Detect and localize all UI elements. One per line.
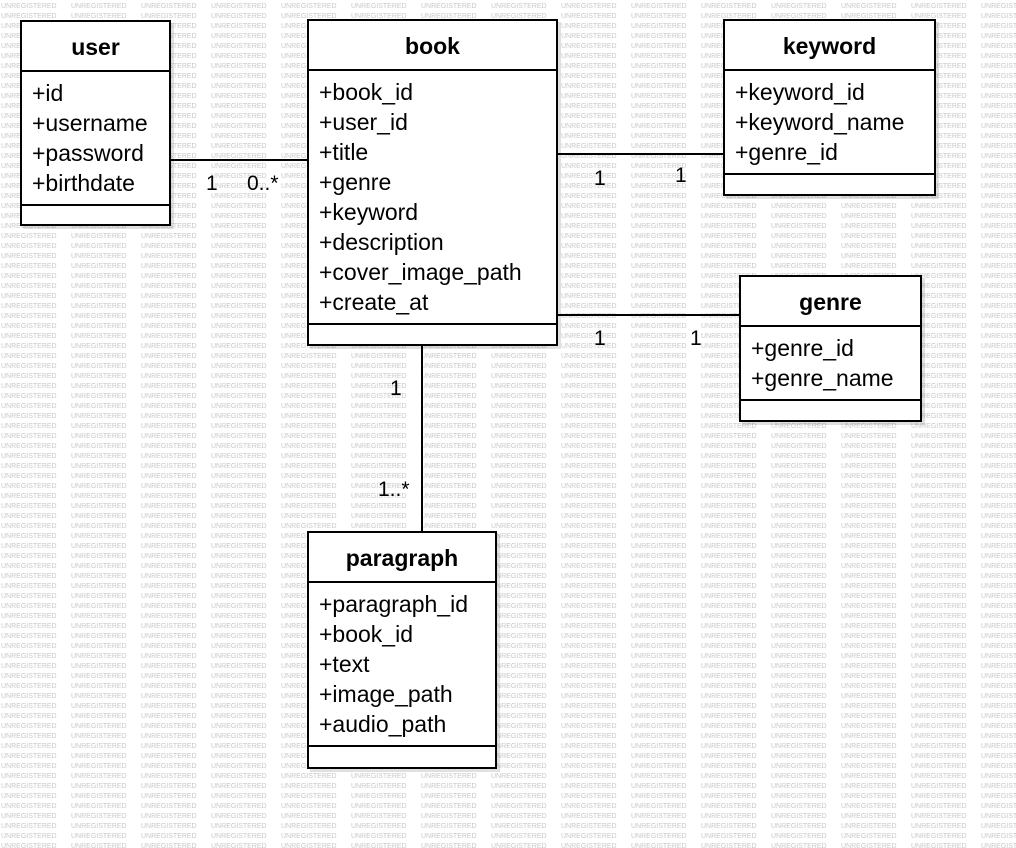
attribute: +image_path [319, 681, 453, 707]
attribute: +user_id [319, 109, 408, 135]
attribute: +cover_image_path [319, 259, 522, 285]
attribute: +genre_id [735, 139, 838, 165]
attribute: +create_at [319, 289, 429, 315]
attribute: +text [319, 651, 370, 677]
book-paragraph-book-multiplicity: 1 [390, 377, 402, 400]
attribute-list: +keyword_id +keyword_name +genre_id [725, 71, 934, 175]
genre-class[interactable]: genre +genre_id +genre_name [739, 275, 922, 422]
operations-compartment [741, 401, 920, 419]
attribute: +keyword_name [735, 109, 905, 135]
class-name: user [22, 22, 169, 72]
operations-compartment [309, 747, 495, 765]
attribute: +birthdate [32, 170, 135, 196]
attribute: +password [32, 140, 144, 166]
attribute: +genre_id [751, 335, 854, 361]
paragraph-class[interactable]: paragraph +paragraph_id +book_id +text +… [307, 531, 497, 769]
attribute-list: +genre_id +genre_name [741, 327, 920, 401]
attribute: +description [319, 229, 444, 255]
book-paragraph-paragraph-multiplicity: 1..* [378, 478, 410, 501]
class-name: genre [741, 277, 920, 327]
operations-compartment [309, 325, 556, 343]
book-keyword-keyword-multiplicity: 1 [675, 164, 687, 187]
attribute-list: +paragraph_id +book_id +text +image_path… [309, 583, 495, 747]
attribute: +book_id [319, 621, 413, 647]
keyword-class[interactable]: keyword +keyword_id +keyword_name +genre… [723, 19, 936, 196]
operations-compartment [22, 206, 169, 224]
attribute: +genre_name [751, 365, 894, 391]
class-name: book [309, 21, 556, 71]
attribute-list: +book_id +user_id +title +genre +keyword… [309, 71, 556, 325]
attribute: +keyword_id [735, 79, 865, 105]
operations-compartment [725, 175, 934, 193]
class-name: keyword [725, 21, 934, 71]
book-genre-genre-multiplicity: 1 [690, 327, 702, 350]
book-class[interactable]: book +book_id +user_id +title +genre +ke… [307, 19, 558, 346]
user-book-book-multiplicity: 0..* [247, 172, 279, 195]
user-book-user-multiplicity: 1 [206, 172, 218, 195]
book-genre-book-multiplicity: 1 [594, 327, 606, 350]
class-name: paragraph [309, 533, 495, 583]
attribute: +id [32, 80, 64, 106]
user-class[interactable]: user +id +username +password +birthdate [20, 20, 171, 226]
attribute: +keyword [319, 199, 419, 225]
attribute: +username [32, 110, 148, 136]
attribute: +audio_path [319, 711, 447, 737]
attribute: +genre [319, 169, 392, 195]
attribute: +title [319, 139, 369, 165]
attribute: +paragraph_id [319, 591, 468, 617]
attribute-list: +id +username +password +birthdate [22, 72, 169, 206]
book-keyword-book-multiplicity: 1 [594, 167, 606, 190]
attribute: +book_id [319, 79, 413, 105]
